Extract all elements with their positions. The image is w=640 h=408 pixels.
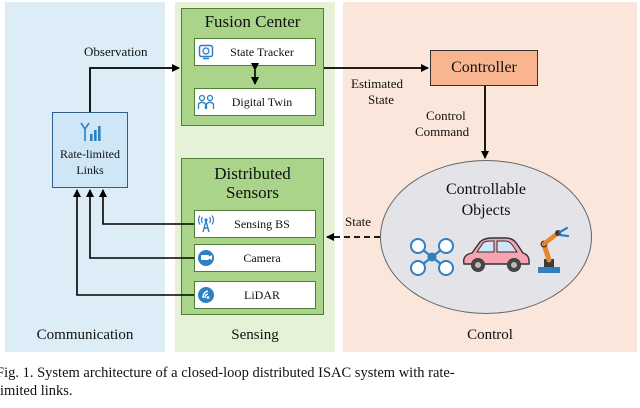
controller-label: Controller <box>451 59 517 76</box>
rate-limited-links-box: Rate-limited Links <box>52 112 128 188</box>
distributed-sensors-title-line2: Sensors <box>226 183 279 202</box>
state-tracker-box: State Tracker <box>194 38 316 66</box>
control-label: Control <box>467 327 513 343</box>
state-tracker-icon <box>195 44 217 60</box>
signal-bars-icon <box>53 122 127 144</box>
drone-icon <box>410 238 454 276</box>
robot-arm-icon <box>538 226 570 273</box>
digital-twin-box: Digital Twin <box>194 88 316 116</box>
lidar-label: LiDAR <box>244 287 280 302</box>
caption-line2: limited links. <box>0 383 73 399</box>
camera-icon <box>195 249 217 267</box>
communication-label: Communication <box>36 327 134 343</box>
controller-box: Controller <box>430 50 538 86</box>
state-tracker-label: State Tracker <box>230 44 294 59</box>
figure-caption: Fig. 1. System architecture of a closed-… <box>0 364 640 400</box>
sensing-bs-box: Sensing BS <box>194 210 316 238</box>
lidar-icon <box>195 286 217 304</box>
rate-limited-links-line1: Rate-limited <box>60 147 120 161</box>
controllable-objects-line1: Controllable <box>446 181 526 198</box>
sensing-bs-label: Sensing BS <box>234 216 290 231</box>
observation-label: Observation <box>84 44 148 59</box>
camera-box: Camera <box>194 244 316 272</box>
controllable-objects-line2: Objects <box>461 202 511 219</box>
car-icon <box>462 237 530 272</box>
distributed-sensors-title-line1: Distributed <box>214 164 291 183</box>
digital-twin-label: Digital Twin <box>231 94 293 109</box>
estimated-state-label-line1: Estimated <box>351 76 403 91</box>
lidar-box: LiDAR <box>194 281 316 309</box>
control-command-label-line2: Command <box>415 124 470 139</box>
control-command-label-line1: Control <box>426 108 466 123</box>
controllable-objects-ellipse: Controllable Objects <box>380 160 592 314</box>
sensing-label: Sensing <box>231 327 279 343</box>
rate-limited-links-line2: Links <box>76 163 104 177</box>
sensing-bs-icon <box>195 215 217 233</box>
digital-twin-icon <box>195 94 217 110</box>
caption-line1: Fig. 1. System architecture of a closed-… <box>0 365 455 381</box>
fusion-center-title: Fusion Center <box>204 12 301 31</box>
estimated-state-label-line2: State <box>368 92 394 107</box>
camera-label: Camera <box>243 250 281 265</box>
state-label: State <box>345 214 371 229</box>
